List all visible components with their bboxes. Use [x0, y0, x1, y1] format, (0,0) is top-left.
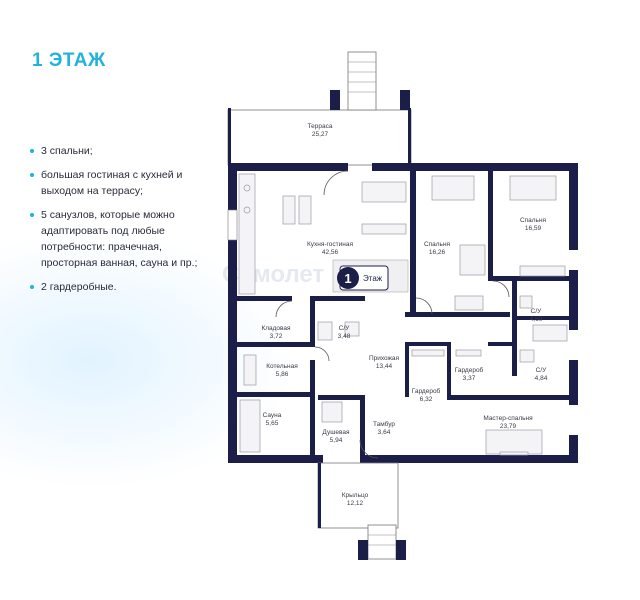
room-area-bedroom2: 16,59	[525, 225, 542, 232]
room-name-wardrobe2: Гардероб	[412, 387, 441, 395]
room-area-bedroom1: 16,26	[429, 249, 446, 256]
room-area-wardrobe2: 6,32	[420, 396, 433, 403]
floor-marker-number: 1	[344, 271, 351, 286]
room-area-closet: 3,72	[270, 333, 283, 340]
room-name-boiler: Котельная	[266, 363, 298, 370]
bullet-dot	[30, 285, 34, 289]
room-area-vestibule: 3,64	[378, 429, 391, 436]
feature-item: 5 санузлов, которые можно адаптировать п…	[30, 207, 215, 271]
room-area-kitchen-living: 42,56	[322, 249, 339, 256]
room-name-wc1: С/У	[531, 308, 543, 315]
room-name-kitchen-living: Кухня-гостиная	[307, 241, 353, 248]
room-name-sauna: Сауна	[263, 412, 282, 419]
floor-marker-label: Этаж	[363, 274, 383, 283]
bullet-dot	[30, 149, 34, 153]
interior-walls	[237, 163, 569, 460]
room-area-hall: 13,44	[376, 363, 393, 370]
room-area-shower: 5,94	[330, 437, 343, 444]
room-area-wc1: 4,60	[530, 316, 543, 323]
room-name-wc2: С/У	[536, 367, 548, 374]
room-area-master: 23,79	[500, 423, 517, 430]
page-title: 1 ЭТАЖ	[32, 50, 106, 71]
bullet-dot	[30, 213, 34, 217]
room-area-wc3: 3,48	[338, 333, 351, 340]
outer-walls	[227, 163, 578, 463]
feature-item: 2 гардеробные.	[30, 279, 215, 295]
feature-item: 3 спальни;	[30, 143, 215, 159]
watermark-text: Самолет	[222, 261, 324, 288]
room-name-shower: Душевая	[322, 429, 350, 436]
room-name-bedroom2: Спальня	[520, 217, 547, 224]
room-area-terrace: 25,27	[312, 131, 329, 138]
room-area-wc2: 4,84	[535, 375, 548, 382]
room-labels: Терраса 25,27 Кухня-гостиная 42,56 Спаль…	[261, 123, 547, 507]
room-name-closet: Кладовая	[261, 325, 291, 332]
terrace-area	[227, 51, 412, 166]
feature-list: 3 спальни; большая гостиная с кухней и в…	[30, 143, 215, 303]
room-name-wc3: С/У	[339, 325, 351, 332]
room-name-wardrobe1: Гардероб	[455, 366, 484, 374]
room-area-porch: 12,12	[347, 500, 364, 507]
floor-marker: 1 Этаж	[337, 265, 389, 291]
service-furniture	[239, 321, 482, 453]
bedroom-furniture	[431, 175, 568, 456]
room-name-master: Мастер-спальня	[483, 415, 533, 422]
room-name-porch: Крыльцо	[342, 492, 369, 499]
bullet-dot	[30, 173, 34, 177]
room-name-vestibule: Тамбур	[373, 420, 395, 428]
feature-item: большая гостиная с кухней и выходом на т…	[30, 167, 215, 199]
room-area-sauna: 5,65	[266, 420, 279, 427]
room-name-hall: Прихожая	[369, 355, 400, 362]
room-area-wardrobe1: 3,37	[463, 375, 476, 382]
porch-area	[317, 462, 406, 560]
room-name-terrace: Терраса	[308, 123, 333, 130]
room-name-bedroom1: Спальня	[424, 241, 451, 248]
door-swings	[275, 170, 510, 459]
room-area-boiler: 5,86	[276, 371, 289, 378]
